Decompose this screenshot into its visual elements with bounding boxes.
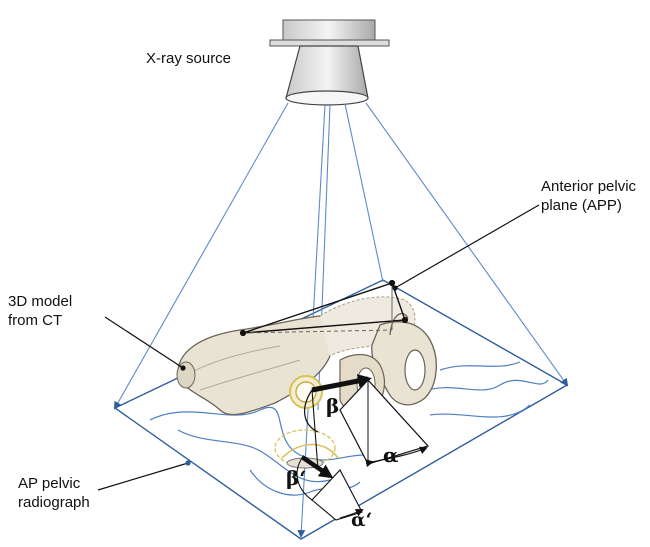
xray-source-icon [270, 20, 389, 105]
alpha-prime-label: α‘ [351, 509, 372, 531]
radiograph-label: AP pelvic radiograph [18, 475, 90, 513]
app-label: Anterior pelvic plane (APP) [541, 178, 636, 216]
radiograph-leader-dot [185, 460, 190, 465]
beta-label: β [326, 394, 339, 418]
xray-source-label: X-ray source [146, 50, 231, 69]
pelvis-model [177, 297, 436, 415]
model-label: 3D model from CT [8, 293, 72, 331]
model-leader-dot [180, 365, 185, 370]
alpha-label: α [383, 443, 398, 467]
app-leader-dot [392, 285, 397, 290]
beta-prime-label: β‘ [286, 466, 306, 490]
